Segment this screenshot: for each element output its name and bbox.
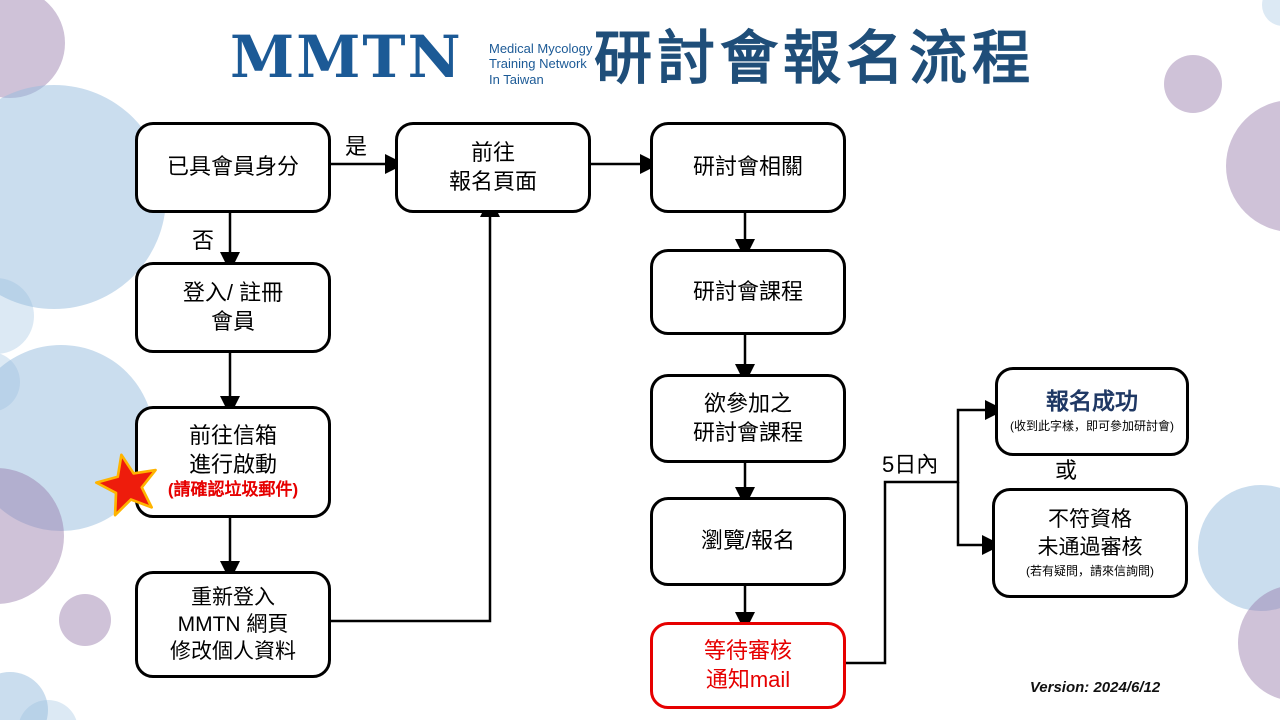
edge-label-or: 或	[1055, 458, 1078, 483]
box-text: 報名頁面	[448, 168, 537, 194]
fail-note: (若有疑問，請來信詢問)	[1026, 564, 1154, 578]
flow-box-desired-course: 欲參加之 研討會課程	[650, 374, 846, 463]
box-text: 登入/ 註冊	[182, 279, 284, 305]
box-text: 通知mail	[705, 666, 791, 692]
box-text: 研討會課程	[692, 278, 803, 304]
flow-box-login-register: 登入/ 註冊 會員	[135, 262, 331, 353]
box-text: 研討會課程	[692, 419, 803, 445]
box-text: 修改個人資料	[170, 640, 296, 664]
version-label: Version: 2024/6/12	[1029, 679, 1161, 696]
flow-box-relogin: 重新登入 MMTN 網頁 修改個人資料	[135, 571, 331, 678]
box-text: 會員	[210, 308, 255, 334]
flow-box-member: 已具會員身分	[135, 122, 331, 213]
flow-box-success: 報名成功 (收到此字樣，即可參加研討會)	[995, 367, 1189, 456]
box-text: 已具會員身分	[166, 154, 299, 180]
flow-box-browse-register: 瀏覽/報名	[650, 497, 846, 586]
decor-circle	[59, 594, 111, 646]
spam-warning-note: (請確認垃圾郵件)	[167, 480, 299, 500]
box-text: 重新登入	[191, 585, 275, 609]
box-text: 等待審核	[703, 637, 792, 663]
box-text: MMTN 網頁	[177, 612, 289, 636]
connector-relogin-to-regpage	[325, 197, 500, 623]
star-icon	[94, 453, 157, 517]
page-title: 研討會報名流程	[594, 26, 1036, 91]
flow-box-wait-review: 等待審核 通知mail	[650, 622, 846, 709]
connector-wait-to-fail	[956, 482, 1002, 555]
box-text: 不符資格	[1048, 508, 1132, 532]
box-text: 未通過審核	[1037, 535, 1143, 559]
logo-subtext-line: Training Network	[489, 56, 587, 72]
decor-circle	[1164, 55, 1222, 113]
box-text: 前往	[470, 139, 515, 165]
connector-wait-to-success	[840, 400, 1005, 665]
box-text: 瀏覽/報名	[700, 528, 796, 554]
box-text: 進行啟動	[188, 451, 277, 477]
edge-label-no: 否	[192, 228, 215, 253]
box-text: 欲參加之	[703, 390, 792, 416]
edge-label-5days: 5日內	[882, 452, 939, 477]
box-text: 前往信箱	[188, 422, 277, 448]
mmtn-logo-subtext: Medical Mycology Training Network In Tai…	[489, 41, 592, 87]
flow-box-fail: 不符資格 未通過審核 (若有疑問，請來信詢問)	[992, 488, 1188, 598]
success-note: (收到此字樣，即可參加研討會)	[1010, 419, 1174, 433]
flow-box-seminar-course: 研討會課程	[650, 249, 846, 335]
logo-subtext-line: Medical Mycology	[489, 41, 593, 56]
flow-box-registration-page: 前往 報名頁面	[395, 122, 591, 213]
flow-box-seminar-related: 研討會相關	[650, 122, 846, 213]
flow-box-mailbox-activate: 前往信箱 進行啟動 (請確認垃圾郵件)	[135, 406, 331, 518]
mmtn-logo: MMTN	[230, 23, 463, 91]
logo-subtext-line: In Taiwan	[489, 71, 544, 87]
box-text: 研討會相關	[692, 154, 803, 180]
decor-circle	[18, 700, 78, 720]
edge-label-yes: 是	[345, 134, 368, 159]
success-title: 報名成功	[1046, 388, 1138, 415]
